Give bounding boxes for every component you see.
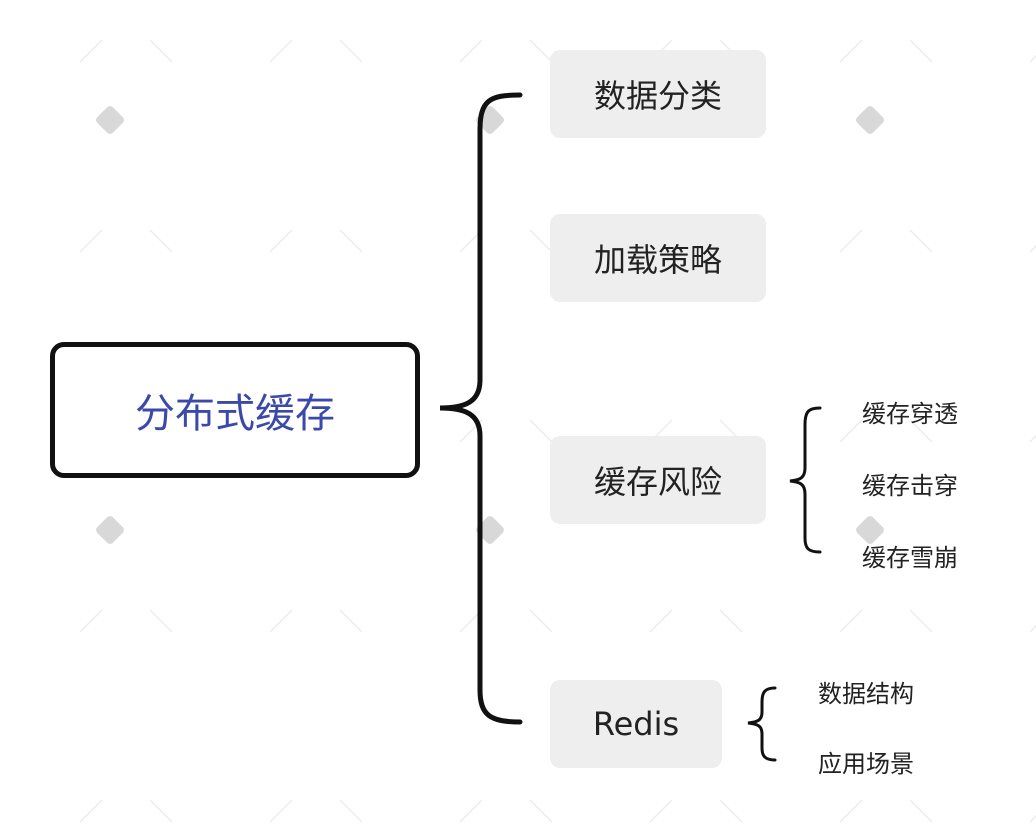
subtopic-cache-breakdown[interactable]: 缓存击穿 [862,472,958,500]
watermark-dash [149,39,173,63]
xmind-logo-icon [476,516,504,544]
watermark-dash [79,39,103,63]
redis-bracket [747,686,777,762]
watermark-dash [79,799,103,823]
root-topic[interactable]: 分布式缓存 [50,342,420,478]
watermark-dash [529,229,553,253]
watermark-dash [1029,624,1036,633]
watermark-dash [1029,54,1036,63]
watermark-dash [839,609,863,633]
topic-data-classification[interactable]: 数据分类 [550,50,766,138]
watermark-dash [649,609,673,633]
watermark-dash [909,39,933,63]
subtopic-data-structures[interactable]: 数据结构 [818,680,914,708]
xmind-logo-icon [96,106,124,134]
watermark-dash [529,419,553,443]
watermark-dash [149,799,173,823]
watermark-dash [839,39,863,63]
watermark-dash [1029,244,1036,253]
watermark-dash [839,229,863,253]
subtopic-use-cases[interactable]: 应用场景 [818,750,914,778]
topic-cache-risk[interactable]: 缓存风险 [550,436,766,524]
topic-label: 数据分类 [593,77,722,115]
subtopic-cache-avalanche[interactable]: 缓存雪崩 [862,544,958,572]
watermark-dash [269,799,293,823]
topic-label: Redis [592,705,680,743]
topic-label: 加载策略 [593,241,722,279]
watermark-dash [529,609,553,633]
watermark-dash [339,229,363,253]
watermark-dash [719,609,743,633]
xmind-logo-icon [96,516,124,544]
watermark-dash [339,609,363,633]
topic-loading-strategy[interactable]: 加载策略 [550,214,766,302]
watermark-dash [839,799,863,823]
watermark-dash [909,609,933,633]
watermark-dash [79,229,103,253]
watermark-dash [459,799,483,823]
watermark-dash [719,799,743,823]
watermark-dash [149,609,173,633]
watermark-dash [909,229,933,253]
watermark-dash [529,799,553,823]
watermark-dash [269,609,293,633]
watermark-dash [459,39,483,63]
xmind-logo-icon [856,516,884,544]
root-bracket [439,92,523,725]
topic-redis[interactable]: Redis [550,680,722,768]
watermark-dash [909,419,933,443]
watermark-dash [529,39,553,63]
watermark-dash [909,799,933,823]
watermark-dash [269,39,293,63]
subtopic-cache-penetration[interactable]: 缓存穿透 [862,400,958,428]
watermark-dash [339,799,363,823]
watermark-dash [1029,434,1036,443]
topic-label: 缓存风险 [593,463,722,501]
watermark-dash [149,229,173,253]
watermark-dash [269,229,293,253]
watermark-dash [649,799,673,823]
risk-bracket [789,406,822,554]
watermark-dash [1029,814,1036,823]
root-topic-label: 分布式缓存 [135,391,335,437]
xmind-logo-icon [856,106,884,134]
watermark-dash [79,609,103,633]
watermark-dash [839,419,863,443]
watermark-dash [339,39,363,63]
